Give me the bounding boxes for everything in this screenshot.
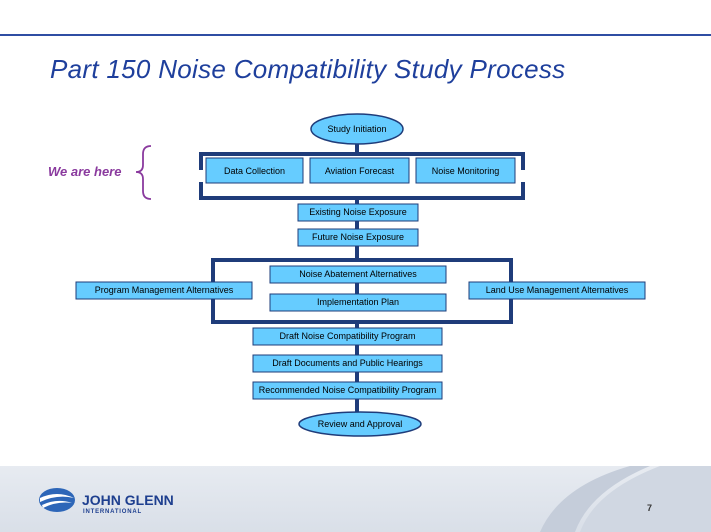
review-approval-node: Review and Approval <box>298 411 422 437</box>
page-number: 7 <box>647 503 653 513</box>
implementation-plan-label: Implementation Plan <box>317 297 399 307</box>
footer-swoosh <box>540 466 711 532</box>
study-initiation-label: Study Initiation <box>327 124 386 134</box>
noise-monitoring-node: Noise Monitoring <box>415 157 516 184</box>
land-use-management-node: Land Use Management Alternatives <box>468 281 646 300</box>
draft-ncp-node: Draft Noise Compatibility Program <box>252 327 443 346</box>
existing-noise-node: Existing Noise Exposure <box>297 203 419 222</box>
implementation-plan-node: Implementation Plan <box>269 293 447 312</box>
draft-documents-label: Draft Documents and Public Hearings <box>272 358 423 368</box>
recommended-ncp-label: Recommended Noise Compatibility Program <box>259 385 437 395</box>
future-noise-label: Future Noise Exposure <box>312 232 404 242</box>
study-initiation-node: Study Initiation <box>310 113 404 145</box>
draft-documents-node: Draft Documents and Public Hearings <box>252 354 443 373</box>
future-noise-node: Future Noise Exposure <box>297 228 419 247</box>
noise-abatement-label: Noise Abatement Alternatives <box>299 269 417 279</box>
program-management-label: Program Management Alternatives <box>95 285 234 295</box>
draft-ncp-label: Draft Noise Compatibility Program <box>279 331 415 341</box>
slide-title: Part 150 Noise Compatibility Study Proce… <box>50 54 566 84</box>
program-management-node: Program Management Alternatives <box>75 281 253 300</box>
process-flowchart: Study Initiation Data Collection Aviatio… <box>75 113 646 437</box>
noise-abatement-node: Noise Abatement Alternatives <box>269 265 447 284</box>
aviation-forecast-label: Aviation Forecast <box>325 166 395 176</box>
land-use-management-label: Land Use Management Alternatives <box>486 285 629 295</box>
data-collection-node: Data Collection <box>205 157 304 184</box>
header-rule <box>0 34 711 36</box>
review-approval-label: Review and Approval <box>318 419 403 429</box>
logo-name: JOHN GLENN <box>82 492 174 508</box>
aviation-forecast-node: Aviation Forecast <box>309 157 410 184</box>
airport-logo-icon <box>39 488 75 512</box>
recommended-ncp-node: Recommended Noise Compatibility Program <box>252 381 443 400</box>
header-band <box>0 0 711 34</box>
noise-monitoring-label: Noise Monitoring <box>432 166 500 176</box>
data-collection-label: Data Collection <box>224 166 285 176</box>
existing-noise-label: Existing Noise Exposure <box>309 207 407 217</box>
we-are-here-label: We are here <box>48 164 122 179</box>
footer: JOHN GLENN INTERNATIONAL 7 <box>0 466 711 532</box>
logo-subtitle: INTERNATIONAL <box>83 509 142 515</box>
here-bracket <box>135 145 152 200</box>
